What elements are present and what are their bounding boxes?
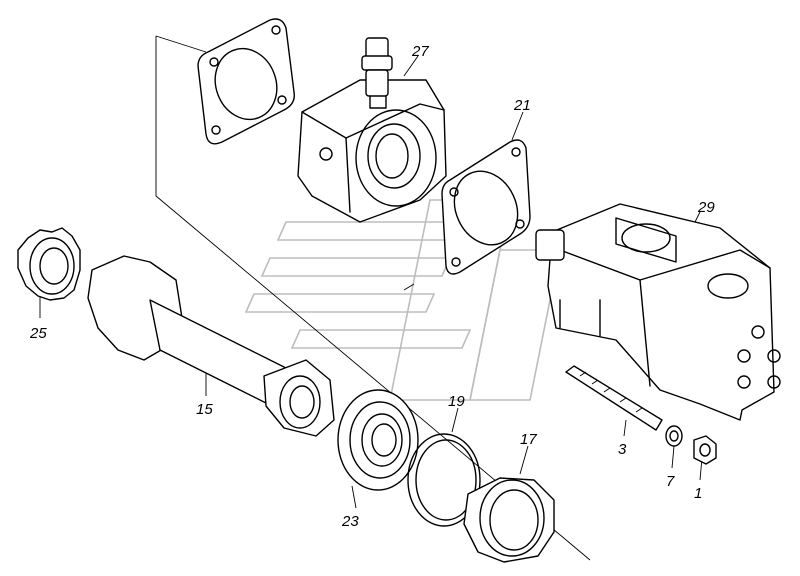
callout-27: 27	[411, 43, 429, 60]
callout-7: 7	[666, 473, 675, 490]
pump-housing-icon	[297, 37, 447, 223]
gear-icon	[17, 227, 81, 301]
callout-3: 3	[618, 441, 627, 458]
bearing-icon	[337, 389, 419, 491]
callout-1: 1	[694, 485, 702, 502]
hydraulic-pump-icon	[535, 203, 781, 421]
gasket-upper-icon	[197, 18, 295, 145]
callout-15: 15	[196, 401, 213, 418]
snap-ring-icon	[407, 433, 481, 527]
callout-23: 23	[341, 513, 359, 530]
callout-21: 21	[513, 97, 531, 114]
cup-icon	[463, 477, 555, 563]
washer-icon	[665, 425, 683, 447]
gear-shaft-icon	[87, 255, 335, 437]
gasket-icon	[441, 139, 531, 275]
callout-19: 19	[448, 393, 465, 410]
leader-lines	[39, 35, 703, 561]
stud-icon	[565, 365, 663, 431]
callout-17: 17	[520, 431, 537, 448]
callout-25: 25	[29, 325, 47, 342]
nut-icon	[693, 435, 717, 465]
callout-29: 29	[697, 199, 715, 216]
